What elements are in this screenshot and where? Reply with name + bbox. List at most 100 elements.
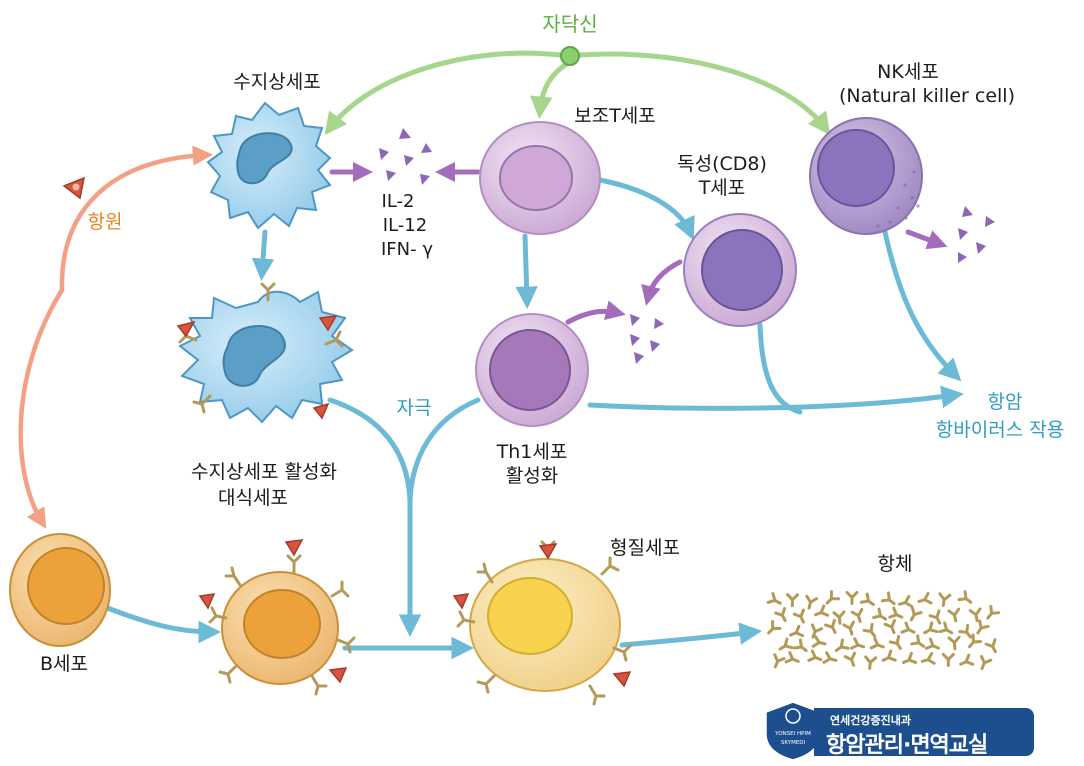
antibody-mark (986, 604, 1001, 620)
antibody-mark (789, 624, 805, 638)
antibody-mark (888, 606, 904, 619)
antibody-mark (947, 635, 961, 651)
antibody-mark (947, 607, 961, 623)
cytokine-ifn-label: IFN- γ (381, 239, 433, 260)
antibody-mark (910, 634, 926, 648)
th1-cell (475, 313, 589, 427)
antibody-mark (807, 649, 823, 662)
clinic-logo: YONSEI HPIM SKYMEDI 연세건강증진내과 항암관리·면역교실 (762, 700, 1034, 762)
logo-big-text: 항암관리·면역교실 (826, 733, 988, 758)
antibody-mark (976, 619, 990, 635)
antibody-mark (869, 637, 885, 650)
antibody-mark (824, 618, 837, 634)
cytokine-il12-label: IL-12 (382, 215, 428, 236)
shield-logo-icon: YONSEI HPIM SKYMEDI (765, 701, 821, 761)
cytokine-il2-label: IL-2 (381, 191, 415, 212)
antibody-mark (880, 591, 896, 606)
antibody-mark (834, 638, 850, 652)
b-cell-label: B세포 (40, 653, 88, 675)
antibody-mark (902, 651, 918, 665)
antibody-mark (859, 592, 875, 606)
cytokine-particles (379, 128, 995, 364)
antibody-mark (898, 595, 913, 608)
antibody-mark (968, 607, 982, 623)
plasma-cell (452, 540, 632, 706)
nk-cell-label-2: (Natural killer cell) (838, 85, 1016, 107)
antibody-mark (850, 637, 866, 650)
activated-dendritic-cell-label-1: 수지상세포 활성화 (191, 461, 337, 483)
cytotoxic-t-cell-label-1: 독성(CD8) (677, 153, 767, 175)
antibody-mark (917, 591, 933, 605)
antibody-label: 항체 (877, 553, 913, 575)
antibody-mark (766, 592, 782, 605)
antigen-icon (62, 176, 86, 200)
helper-t-cell (479, 121, 601, 235)
antibody-mark (850, 607, 864, 623)
antibody-mark (862, 622, 877, 638)
antibody-mark (959, 653, 975, 666)
antibody-mark (968, 633, 983, 649)
stimulus-label: 자극 (396, 397, 432, 419)
antibody-mark (792, 638, 808, 653)
anticancer-label-2: 항바이러스 작용 (935, 419, 1065, 441)
antibody-mark (938, 592, 952, 607)
antibody-mark (774, 607, 787, 623)
antibody-mark (864, 655, 878, 670)
helper-t-cell-label: 보조T세포 (574, 105, 656, 127)
b-cell (9, 533, 111, 647)
antibody-mark (883, 619, 897, 635)
plasma-cell-label: 형질세포 (610, 537, 680, 559)
antibody-mark (957, 590, 973, 604)
activated-dendritic-cell-label-2: 대식세포 (218, 487, 288, 509)
antibody-mark (832, 610, 846, 625)
antibody-mark (810, 623, 824, 639)
logo-shield-text-2: SKYMEDI (781, 740, 806, 746)
antibody-mark (924, 637, 940, 650)
antibody-mark (872, 607, 888, 621)
antibody-mark (811, 634, 827, 648)
dendritic-cell (206, 101, 332, 230)
antigen-loop-arrows (18, 145, 214, 529)
antibody-mark (900, 621, 916, 634)
logo-panel: 연세건강증진내과 항암관리·면역교실 (814, 708, 1034, 758)
antibody-mark (843, 651, 857, 667)
antibody-mark (958, 623, 972, 639)
antibody-mark (909, 606, 923, 622)
antibody-mark (805, 594, 819, 610)
antibody-mark (784, 651, 800, 664)
antigen-bound-b-cell (198, 539, 356, 696)
stimulation-arrows (97, 177, 964, 660)
autocrine-node (560, 46, 580, 66)
antibody-mark (980, 654, 993, 671)
antibody-mark (881, 649, 897, 662)
antibody-mark (825, 590, 841, 605)
activated-dendritic-cell (176, 282, 354, 424)
antibody-mark (888, 634, 902, 650)
antibody-mark (814, 604, 830, 617)
antibody-mark (941, 652, 955, 667)
th1-cell-label-2: 활성화 (505, 465, 559, 487)
dendritic-cell-label: 수지상세포 (233, 71, 321, 93)
antibody-mark (822, 651, 838, 664)
cytotoxic-t-cell (683, 213, 797, 327)
antibody-mark (938, 621, 954, 635)
nk-cell (809, 117, 923, 235)
antibody-mark (984, 638, 997, 654)
antibody-mark (920, 652, 936, 665)
antibody-mark (786, 593, 800, 608)
autocrine-label: 자닥신 (542, 12, 598, 36)
anticancer-label-1: 항암 (987, 391, 1023, 413)
nk-cell-label-1: NK세포 (877, 61, 939, 83)
antibody-mark (792, 608, 805, 624)
antibody-mark (767, 620, 782, 635)
cytokine-arrows (329, 162, 948, 325)
antibody-mark (845, 590, 859, 605)
antibody-mark (842, 620, 855, 636)
antibody-mark (928, 609, 942, 625)
antibody-cluster (766, 590, 1001, 671)
antibody-mark (778, 637, 794, 651)
antibody-mark (923, 621, 939, 635)
antibody-mark (773, 653, 786, 669)
logo-small-text: 연세건강증진내과 (830, 714, 911, 727)
